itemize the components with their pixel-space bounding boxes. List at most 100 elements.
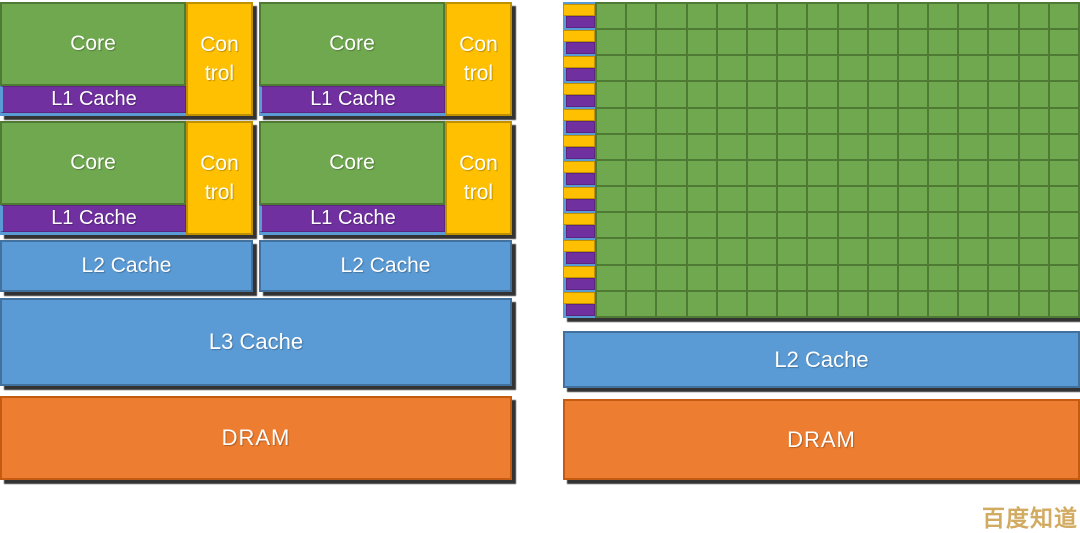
gpu-core-cell: [778, 213, 807, 238]
gpu-core-cell: [868, 82, 897, 107]
gpu-core-cell: [838, 265, 867, 290]
cpu-l3-cache-block: L3 Cache: [0, 298, 512, 386]
gpu-stripe-pair: [563, 291, 595, 317]
gpu-core-cell: [747, 4, 777, 29]
gpu-core-cell: [808, 187, 837, 212]
cpu-l2-cache-block: L2 Cache: [0, 240, 253, 292]
gpu-core-cell: [687, 239, 716, 264]
gpu-core-cell: [778, 108, 807, 133]
gpu-core-cell: [627, 291, 656, 316]
gpu-core-cell: [687, 108, 716, 133]
gpu-core-cell: [959, 56, 988, 81]
gpu-core-cell: [929, 4, 958, 29]
gpu-core-cell: [657, 30, 686, 55]
gpu-control-stripe: [563, 108, 595, 121]
gpu-stripe-pair: [563, 212, 595, 238]
cpu-l1-cache-block: L1 Cache: [259, 86, 445, 113]
gpu-core-cell: [808, 265, 837, 290]
gpu-control-stripe: [563, 161, 595, 174]
gpu-core-cell: [898, 239, 928, 264]
gpu-l1-cache-stripe: [566, 42, 595, 55]
gpu-control-stripe: [563, 30, 595, 43]
gpu-core-cell: [838, 187, 867, 212]
gpu-stripe-pair: [563, 29, 595, 55]
gpu-core-cell: [778, 4, 807, 29]
gpu-core-cell: [627, 160, 656, 186]
gpu-core-cell: [868, 213, 897, 238]
gpu-core-cell: [657, 213, 686, 238]
gpu-core-cell: [808, 160, 837, 186]
gpu-control-stripe: [563, 291, 595, 304]
gpu-core-cell: [1049, 265, 1078, 290]
gpu-core-cell: [717, 265, 746, 290]
cpu-core-block: Core: [0, 2, 186, 86]
gpu-core-cell: [597, 239, 626, 264]
gpu-core-cell: [717, 187, 746, 212]
gpu-core-cell: [717, 134, 746, 159]
gpu-core-cell: [778, 239, 807, 264]
gpu-core-grid: [595, 2, 1080, 318]
gpu-core-cell: [959, 291, 988, 316]
gpu-core-cell: [1019, 265, 1048, 290]
control-label-line1: Con: [200, 33, 239, 56]
gpu-stripe-pair: [563, 160, 595, 186]
gpu-core-cell: [1049, 82, 1078, 107]
gpu-core-cell: [838, 291, 867, 316]
gpu-control-stripe: [563, 134, 595, 147]
cpu-core-column: Core L1 Cache: [0, 2, 186, 116]
gpu-core-cell: [959, 239, 988, 264]
gpu-core-cell: [717, 82, 746, 107]
gpu-stripe-pair: [563, 134, 595, 160]
gpu-l1-cache-stripe: [566, 16, 595, 29]
gpu-core-cell: [929, 239, 958, 264]
gpu-core-cell: [868, 134, 897, 159]
gpu-l1-cache-stripe: [566, 199, 595, 212]
gpu-core-cell: [778, 160, 807, 186]
gpu-core-cell: [627, 56, 656, 81]
gpu-core-cell: [929, 213, 958, 238]
gpu-core-cell: [868, 239, 897, 264]
gpu-core-cell: [717, 108, 746, 133]
gpu-dram-block: DRAM: [563, 399, 1080, 480]
control-label-line1: Con: [459, 33, 498, 56]
gpu-core-cell: [898, 134, 928, 159]
gpu-control-stripe: [563, 187, 595, 200]
gpu-core-cell: [808, 4, 837, 29]
gpu-core-cell: [959, 108, 988, 133]
cpu-core-block: Core: [259, 121, 445, 205]
gpu-core-cell: [687, 4, 716, 29]
control-label-line1: Con: [459, 152, 498, 175]
gpu-core-cell: [868, 160, 897, 186]
gpu-stripe-pair: [563, 186, 595, 212]
gpu-core-cell: [1049, 213, 1078, 238]
gpu-core-cell: [1019, 108, 1048, 133]
gpu-core-cell: [838, 56, 867, 81]
gpu-control-stripe: [563, 239, 595, 252]
gpu-core-cell: [657, 160, 686, 186]
gpu-core-cell: [627, 4, 656, 29]
gpu-l1-cache-stripe: [566, 277, 595, 290]
gpu-core-cell: [747, 187, 777, 212]
gpu-core-cell: [597, 187, 626, 212]
gpu-core-cell: [929, 187, 958, 212]
gpu-core-cell: [778, 187, 807, 212]
gpu-core-cell: [778, 30, 807, 55]
gpu-l1-cache-stripe: [566, 68, 595, 81]
gpu-core-cell: [687, 160, 716, 186]
gpu-core-cell: [747, 265, 777, 290]
gpu-core-cell: [627, 213, 656, 238]
gpu-core-cell: [687, 187, 716, 212]
gpu-core-cell: [898, 4, 928, 29]
gpu-control-stripe: [563, 265, 595, 278]
gpu-stripe-pair: [563, 82, 595, 108]
gpu-core-cell: [1019, 56, 1048, 81]
gpu-core-cell: [808, 291, 837, 316]
gpu-core-cell: [959, 30, 988, 55]
gpu-core-cell: [1049, 56, 1078, 81]
gpu-l1-cache-stripe: [566, 146, 595, 160]
gpu-core-cell: [717, 4, 746, 29]
gpu-core-cell: [989, 56, 1018, 81]
